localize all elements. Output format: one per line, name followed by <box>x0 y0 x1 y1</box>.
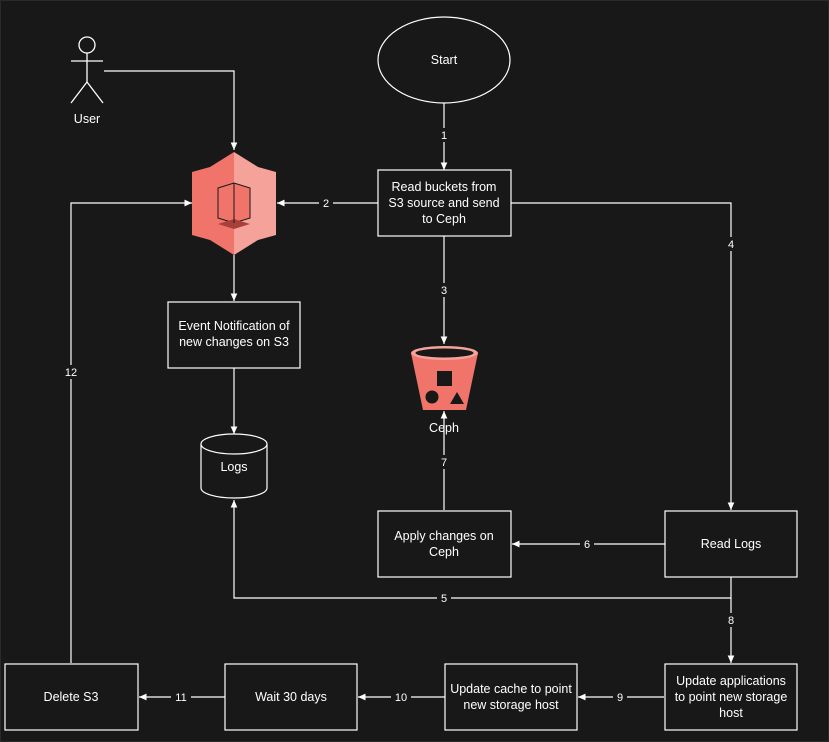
apply-changes-line-2: Ceph <box>429 545 459 559</box>
logs-label: Logs <box>220 460 247 474</box>
edge-label-6-text: 6 <box>584 539 590 551</box>
update-applications-line-2: to point new storage <box>675 690 788 704</box>
read-logs-node[interactable]: Read Logs <box>664 510 798 578</box>
edge-label-4-text: 4 <box>728 239 734 251</box>
edge-label-12-text: 12 <box>65 367 77 379</box>
wait-label: Wait 30 days <box>255 690 327 704</box>
user-label: User <box>74 112 100 126</box>
start-label: Start <box>431 53 458 67</box>
user-actor-icon <box>70 36 104 104</box>
apply-changes-node[interactable]: Apply changes on Ceph <box>377 510 512 578</box>
read-buckets-line-3: to Ceph <box>422 212 466 226</box>
wait-node[interactable]: Wait 30 days <box>224 663 358 731</box>
read-buckets-line-2: S3 source and send <box>388 196 499 210</box>
edge-label-8: 8 <box>724 613 738 627</box>
event-notification-node[interactable]: Event Notification of new changes on S3 <box>167 301 301 369</box>
edge-label-8-text: 8 <box>728 615 734 627</box>
update-applications-line-3: host <box>719 706 743 720</box>
amazon-s3-icon[interactable] <box>192 152 276 255</box>
edge-label-11: 11 <box>171 690 191 704</box>
edge-label-12: 12 <box>61 365 81 379</box>
edge-label-11-text: 11 <box>175 692 186 704</box>
edge-5 <box>230 500 732 599</box>
ceph-label: Ceph <box>429 421 459 435</box>
read-logs-label: Read Logs <box>701 537 761 551</box>
edge-label-5-text: 5 <box>441 593 447 605</box>
event-notification-line-2: new changes on S3 <box>179 335 289 349</box>
edge-label-1-text: 1 <box>441 130 447 142</box>
apply-changes-line-1: Apply changes on <box>394 529 493 543</box>
start-node[interactable]: Start <box>377 16 511 104</box>
edge-label-6: 6 <box>580 537 594 551</box>
edge-label-2-text: 2 <box>323 198 329 210</box>
edge-label-10-text: 10 <box>395 692 407 704</box>
update-cache-line-2: new storage host <box>463 698 559 712</box>
edge-label-7: 7 <box>437 455 451 469</box>
user-actor[interactable]: User <box>70 36 104 126</box>
edge-label-1: 1 <box>437 128 451 142</box>
logs-node[interactable]: Logs <box>200 433 268 499</box>
edge-label-5: 5 <box>437 591 451 605</box>
edge-user-to-s3 <box>104 70 238 150</box>
edge-label-2: 2 <box>319 196 333 210</box>
read-buckets-node[interactable]: Read buckets from S3 source and send to … <box>377 169 512 237</box>
event-notification-line-1: Event Notification of <box>178 319 290 333</box>
edge-label-10: 10 <box>391 690 411 704</box>
edge-label-3: 3 <box>437 283 451 297</box>
edge-4 <box>511 202 735 510</box>
delete-s3-node[interactable]: Delete S3 <box>4 663 139 731</box>
storage-bucket-icon <box>411 346 478 410</box>
edge-label-9: 9 <box>613 690 627 704</box>
database-cylinder-icon <box>200 433 268 499</box>
edge-label-7-text: 7 <box>441 457 447 469</box>
edge-12 <box>70 199 192 663</box>
edge-label-4: 4 <box>724 237 738 251</box>
read-buckets-line-1: Read buckets from <box>392 180 497 194</box>
edge-label-3-text: 3 <box>441 285 447 297</box>
edge-label-9-text: 9 <box>617 692 623 704</box>
update-applications-line-1: Update applications <box>676 674 786 688</box>
update-cache-node[interactable]: Update cache to point new storage host <box>444 663 578 731</box>
delete-s3-label: Delete S3 <box>44 690 99 704</box>
update-applications-node[interactable]: Update applications to point new storage… <box>664 663 798 731</box>
ceph-node[interactable]: Ceph <box>411 346 478 435</box>
update-cache-line-1: Update cache to point <box>450 682 572 696</box>
